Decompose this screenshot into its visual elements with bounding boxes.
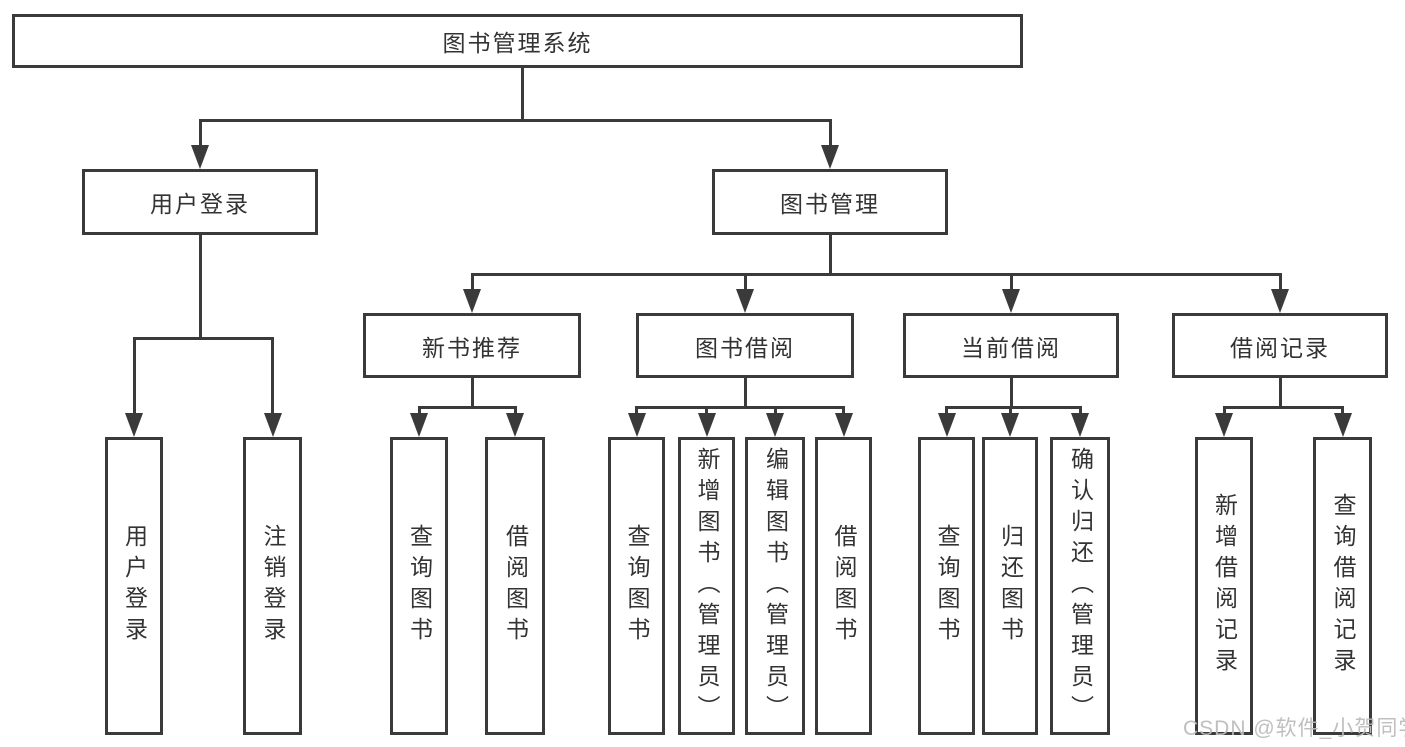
- csdn-watermark: CSDN @软件_小贺同学: [1183, 717, 1405, 740]
- arrow-down-icon: [410, 413, 428, 437]
- arrow-down-icon: [766, 413, 784, 437]
- arrow-down-icon: [834, 413, 853, 437]
- connector-line: [828, 119, 832, 147]
- leaf-borrowing-edit-books-admin: 编辑图书（管理员）: [745, 437, 805, 735]
- connector-line: [635, 406, 638, 415]
- node-user-login-branch: 用户登录: [82, 169, 318, 235]
- connector-line: [1078, 406, 1082, 415]
- leaf-records-add-record: 新增借阅记录: [1195, 437, 1253, 735]
- node-new-book-recommend: 新书推荐: [363, 313, 581, 378]
- connector-line: [635, 406, 845, 409]
- leaf-borrowing-borrow-books: 借阅图书: [815, 437, 872, 735]
- connector-line: [1222, 406, 1226, 415]
- leaf-borrowing-add-books-admin: 新增图书（管理员）: [678, 437, 735, 735]
- leaf-recommend-query-books: 查询图书: [390, 437, 448, 735]
- arrow-down-icon: [937, 413, 956, 437]
- connector-line: [842, 406, 845, 415]
- leaf-logout: 注销登录: [243, 437, 302, 735]
- connector-line: [470, 273, 1282, 276]
- node-borrowing-records: 借阅记录: [1172, 313, 1388, 378]
- leaf-current-query-books: 查询图书: [918, 437, 975, 735]
- node-book-management-branch: 图书管理: [712, 169, 948, 235]
- connector-line: [132, 337, 136, 415]
- arrow-down-icon: [506, 413, 524, 437]
- connector-line: [743, 378, 747, 408]
- arrow-down-icon: [627, 413, 646, 437]
- arrow-down-icon: [1002, 289, 1020, 313]
- connector-line: [1278, 378, 1282, 408]
- connector-line: [945, 406, 948, 415]
- leaf-user-login: 用户登录: [105, 437, 163, 735]
- arrow-down-icon: [697, 413, 716, 437]
- leaf-current-confirm-return-admin: 确认归还（管理员）: [1050, 437, 1110, 735]
- connector-line: [470, 378, 474, 408]
- arrow-down-icon: [1215, 413, 1233, 437]
- connector-line: [470, 273, 474, 291]
- connector-line: [417, 406, 517, 409]
- connector-line: [1008, 406, 1012, 415]
- node-current-borrowing: 当前借阅: [903, 313, 1119, 378]
- arrow-down-icon: [125, 413, 143, 437]
- arrow-down-icon: [736, 289, 754, 313]
- connector-line: [1009, 378, 1013, 408]
- connector-line: [520, 68, 524, 121]
- arrow-down-icon: [1271, 289, 1289, 313]
- node-book-borrowing: 图书借阅: [636, 313, 854, 378]
- leaf-borrowing-query-books: 查询图书: [608, 437, 665, 735]
- node-root-library-management-system: 图书管理系统: [12, 14, 1023, 68]
- connector-line: [705, 406, 708, 415]
- connector-line: [1009, 273, 1013, 291]
- arrow-down-icon: [1001, 413, 1019, 437]
- connector-line: [1341, 406, 1344, 415]
- connector-line: [132, 337, 274, 340]
- connector-line: [198, 119, 202, 147]
- leaf-records-query-record: 查询借阅记录: [1313, 437, 1372, 735]
- arrow-down-icon: [821, 145, 839, 169]
- connector-line: [828, 235, 832, 275]
- arrow-down-icon: [1071, 413, 1089, 437]
- connector-line: [945, 406, 1082, 409]
- connector-line: [417, 406, 421, 415]
- arrow-down-icon: [1333, 413, 1352, 437]
- connector-line: [773, 406, 777, 415]
- leaf-recommend-borrow-books: 借阅图书: [485, 437, 545, 735]
- arrow-down-icon: [191, 145, 209, 169]
- leaf-current-return-books: 归还图书: [982, 437, 1038, 735]
- connector-line: [1278, 273, 1282, 291]
- connector-line: [198, 119, 832, 122]
- arrow-down-icon: [463, 289, 481, 313]
- connector-line: [743, 273, 747, 291]
- connector-line: [271, 337, 274, 415]
- connector-line: [198, 235, 202, 339]
- arrow-down-icon: [263, 413, 282, 437]
- connector-line: [1222, 406, 1344, 409]
- connector-line: [513, 406, 517, 415]
